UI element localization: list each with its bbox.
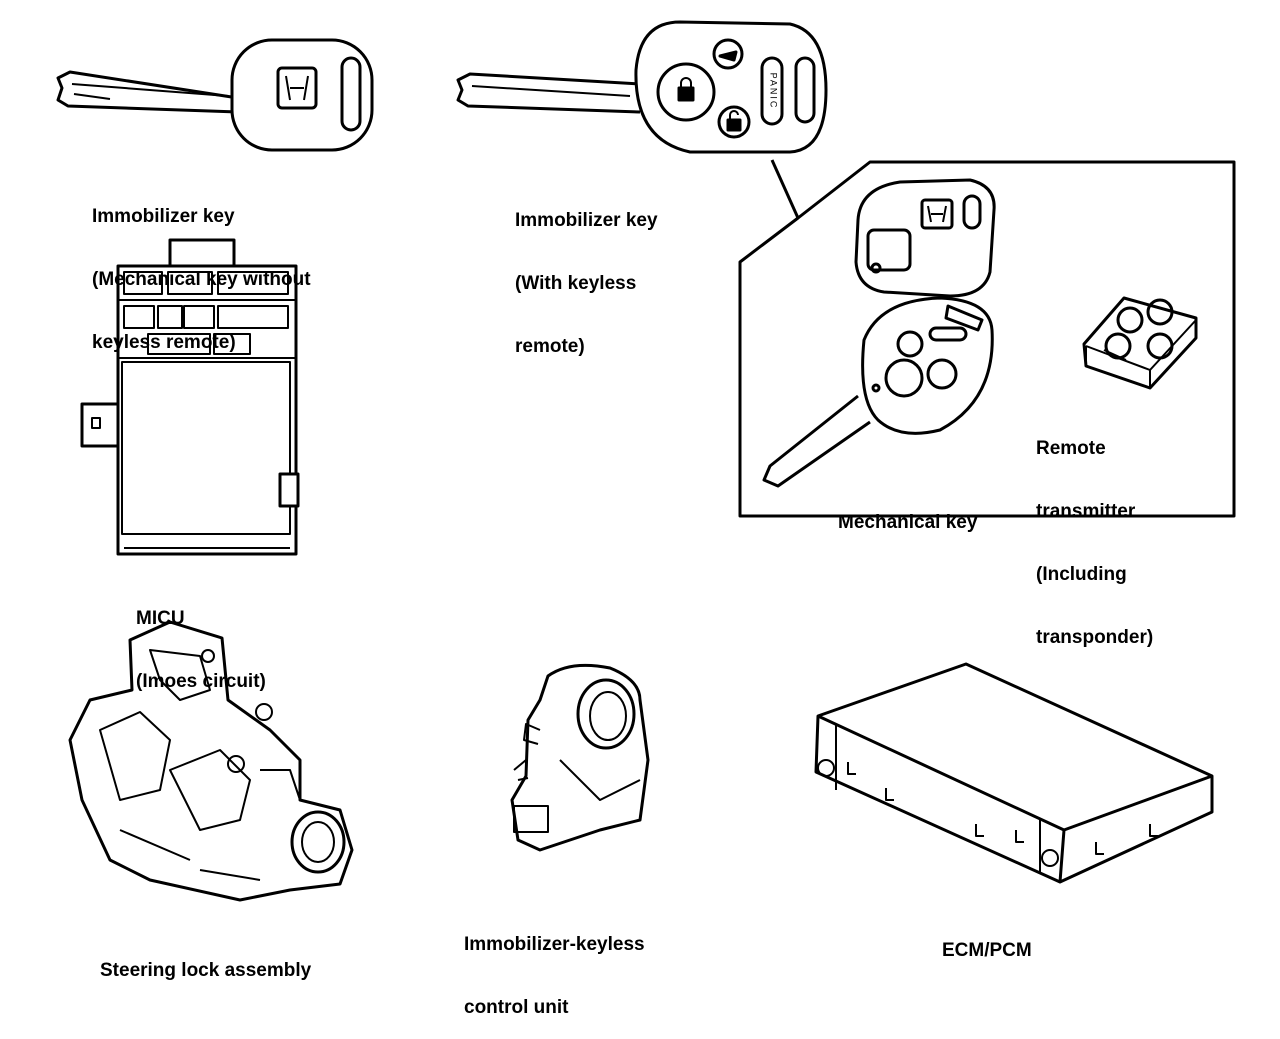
- mechanical-key: [762, 296, 994, 488]
- immobilizer-key-remote: [456, 20, 828, 219]
- panic-button: PANIC: [764, 58, 782, 124]
- immobilizer-key-mechanical: [56, 38, 374, 152]
- label-immobilizer-key-remote: Immobilizer key (With keyless remote): [515, 210, 658, 357]
- micu-unit: [80, 238, 300, 556]
- label-immobilizer-key-mechanical: Immobilizer key (Mechanical key without …: [92, 206, 311, 353]
- label-remote-transmitter: Remote transmitter (Including transponde…: [1036, 438, 1154, 648]
- honda-logo-icon: [276, 66, 318, 110]
- steering-lock-assembly: [68, 620, 354, 902]
- label-mechanical-key: Mechanical key: [838, 512, 978, 533]
- remote-transmitter: [1082, 296, 1198, 390]
- label-micu: MICU (Imoes circuit): [136, 608, 266, 692]
- label-steering-lock: Steering lock assembly: [100, 960, 312, 981]
- lock-icon: [677, 77, 695, 102]
- trunk-icon: [718, 50, 738, 62]
- unlock-icon: [726, 110, 742, 132]
- immobilizer-control-unit: [510, 663, 650, 852]
- panic-label: PANIC: [768, 72, 778, 110]
- parts-diagram: [56, 20, 1236, 902]
- ecm-pcm-unit: [814, 662, 1214, 884]
- label-control-unit: Immobilizer-keyless control unit: [464, 934, 645, 1018]
- remote-fob-top: [854, 178, 996, 298]
- label-ecm-pcm: ECM/PCM: [942, 940, 1032, 961]
- callout-box: [738, 160, 1236, 518]
